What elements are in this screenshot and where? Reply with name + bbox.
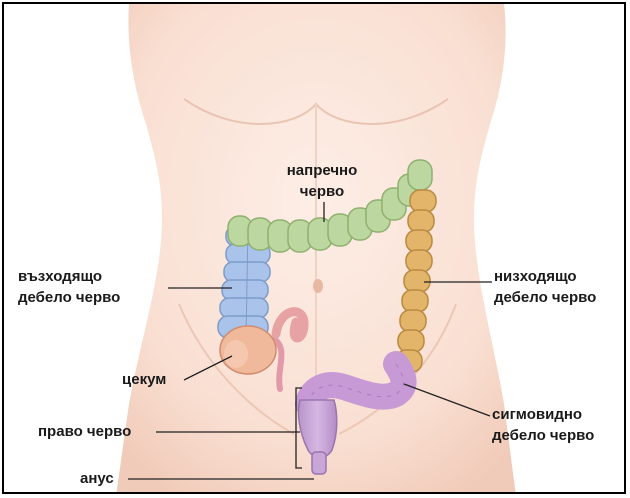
diagram-frame: напречно черво възходящо дебело черво ни…: [2, 2, 626, 494]
label-sigmoid-colon: сигмовидно дебело черво: [492, 404, 594, 446]
label-anus: анус: [80, 468, 114, 489]
anus: [312, 452, 326, 474]
label-transverse-colon: напречно черво: [262, 160, 382, 202]
label-ascending-colon: възходящо дебело черво: [18, 266, 120, 308]
label-descending-colon: низходящо дебело черво: [494, 266, 596, 308]
navel: [313, 279, 323, 293]
label-rectum: право черво: [38, 421, 131, 442]
label-cecum: цекум: [122, 369, 166, 390]
